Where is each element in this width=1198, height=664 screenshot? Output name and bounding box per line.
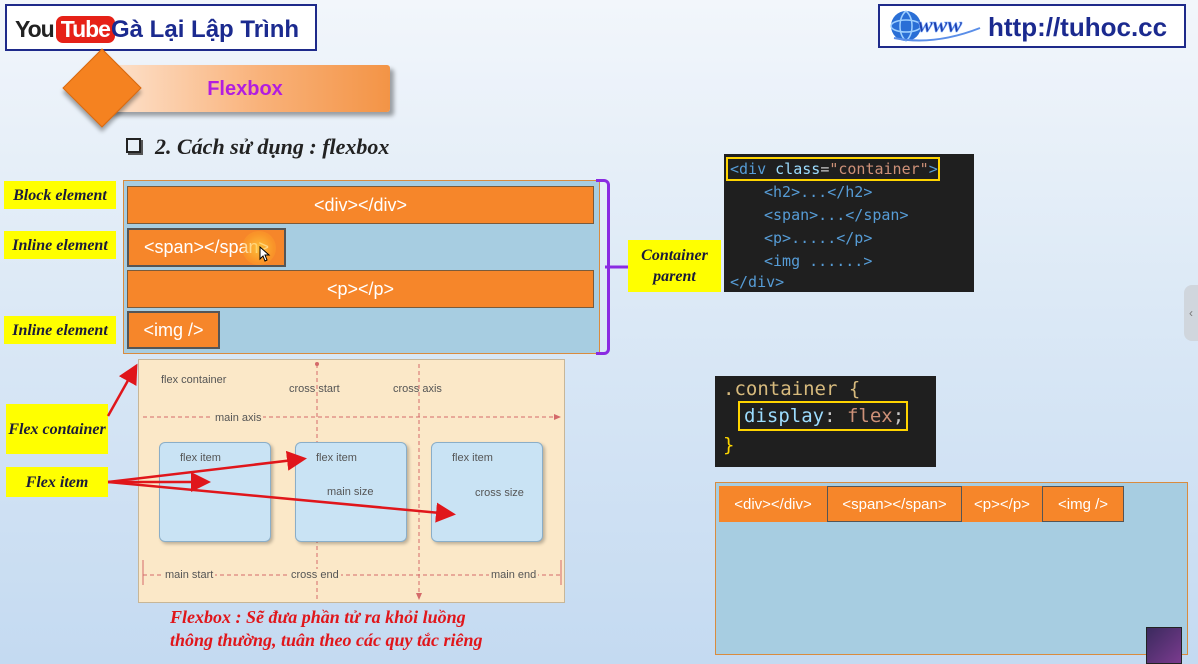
checkbox-bullet-icon (126, 138, 141, 153)
block-div-row: <div></div> (127, 186, 594, 224)
flex-demo-div: <div></div> (719, 486, 827, 522)
title-banner (100, 65, 390, 112)
label-inline-element-2: Inline element (4, 316, 116, 344)
cursor-highlight (242, 231, 276, 265)
css-line-3: } (723, 434, 735, 456)
label-container-parent: Container parent (628, 240, 721, 292)
flex-demo-span: <span></span> (827, 486, 962, 522)
svg-text:www: www (918, 12, 962, 37)
diagram-main-start: main start (163, 569, 216, 581)
inline-img-row: <img /> (127, 311, 220, 349)
youtube-logo-you: You (15, 15, 55, 42)
mouse-cursor-icon (259, 246, 271, 262)
css-code-panel: .container { display: flex; } (715, 376, 936, 467)
css-line-2: display: flex; (744, 405, 905, 427)
flex-layout-demo: <div></div> <span></span> <p></p> <img /… (715, 482, 1188, 655)
channel-header-box: You Tube Gà Lại Lập Trình (5, 4, 317, 51)
channel-name: Gà Lại Lập Trình (111, 16, 300, 43)
diagram-main-size: main size (325, 486, 376, 498)
diagram-cross-axis: cross axis (393, 383, 442, 395)
diagram-flex-item-3: flex item (431, 442, 543, 542)
site-header-box: www http://tuhoc.cc (878, 4, 1186, 48)
www-globe-icon: www (890, 10, 981, 42)
flexbox-note-line-2: thông thường, tuân theo các quy tắc riên… (170, 630, 483, 650)
diagram-cross-start: cross start (289, 383, 340, 395)
diagram-flex-container-text: flex container (161, 374, 227, 386)
brace-tip (605, 265, 629, 269)
side-panel-tab[interactable]: ‹ (1184, 285, 1198, 341)
label-flex-item: Flex item (6, 467, 108, 497)
diagram-main-end: main end (489, 569, 539, 581)
flexbox-note-line-1: Flexbox : Sẽ đưa phần tử ra khỏi luồng (170, 607, 466, 627)
code-line-1: <div class="container"> (730, 160, 938, 178)
flexbox-note: Flexbox : Sẽ đưa phần tử ra khỏi luồng t… (170, 606, 483, 652)
flex-demo-p: <p></p> (962, 486, 1042, 522)
site-url: http://tuhoc.cc (988, 12, 1168, 42)
flexbox-diagram: flex container cross start cross axis ma… (138, 359, 565, 603)
diagram-cross-end: cross end (289, 569, 341, 581)
code-line-2: <h2>...</h2> (764, 183, 873, 201)
code-highlight-box (726, 157, 940, 181)
youtube-logo-icon: You Tube (15, 14, 115, 44)
html-code-panel: <div class="container"> <h2>...</h2> <sp… (724, 154, 974, 292)
flex-demo-img: <img /> (1042, 486, 1124, 522)
code-line-3: <span>...</span> (764, 206, 909, 224)
code-line-5: <img ......> (764, 252, 873, 270)
diagram-main-axis: main axis (213, 412, 264, 424)
block-p-row: <p></p> (127, 270, 594, 308)
section-subtitle-text: 2. Cách sử dụng : flexbox (155, 134, 390, 159)
section-subtitle: 2. Cách sử dụng : flexbox (126, 134, 389, 160)
label-flex-container: Flex container (6, 404, 108, 454)
diagram-cross-size: cross size (475, 487, 524, 499)
avatar (1146, 627, 1182, 664)
css-highlight-box (738, 401, 908, 431)
youtube-logo-tube: Tube (55, 15, 115, 43)
code-line-6: </div> (730, 273, 785, 291)
label-block-element: Block element (4, 181, 116, 209)
code-line-4: <p>.....</p> (764, 229, 873, 247)
page-title: Flexbox (207, 78, 283, 100)
css-line-1: .container { (723, 378, 861, 400)
label-inline-element-1: Inline element (4, 231, 116, 259)
